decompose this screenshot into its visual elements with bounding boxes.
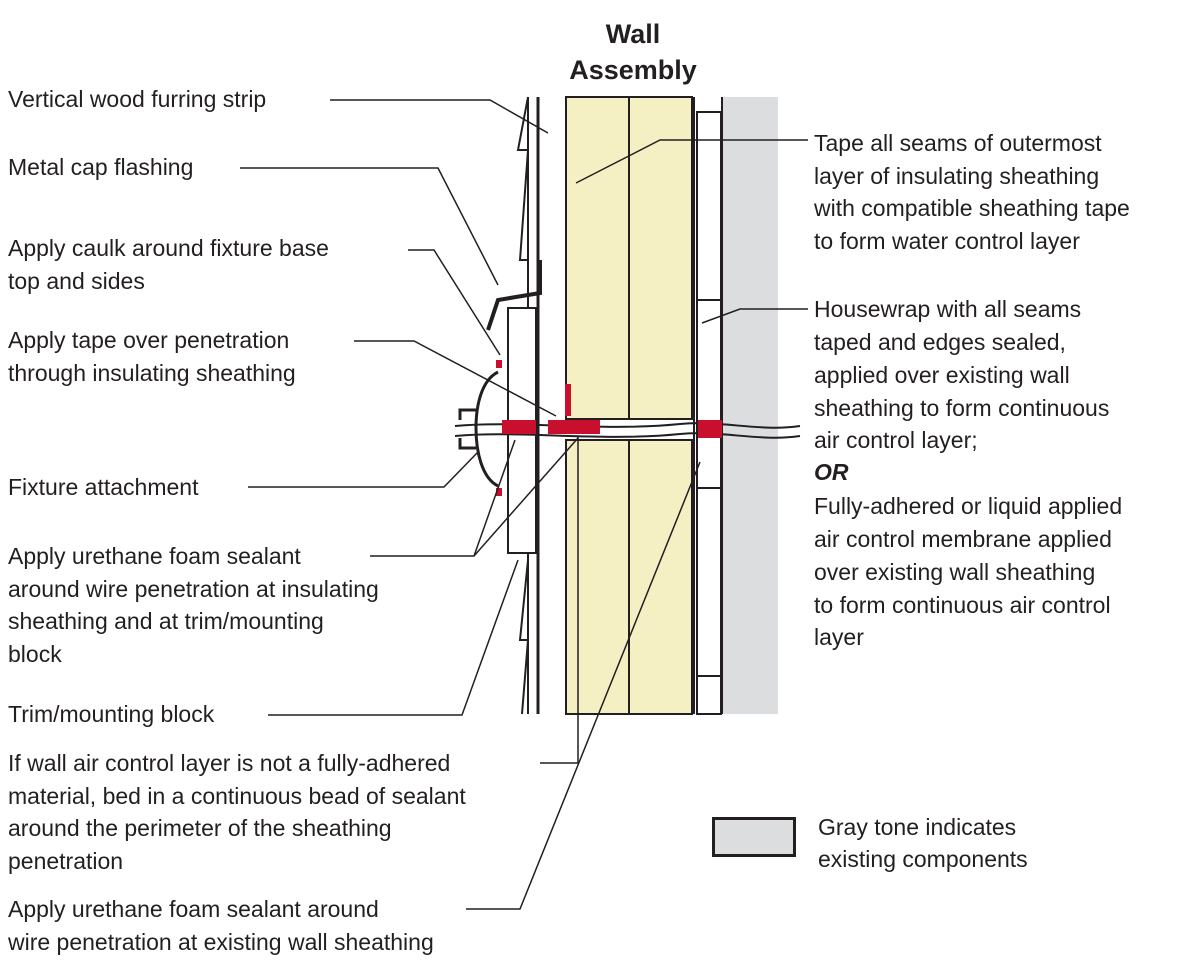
label-tape-seams-line2: layer of insulating sheathing [814, 163, 1100, 189]
leader-lines [240, 99, 808, 910]
label-membrane-line3: over existing wall sheathing [814, 559, 1096, 585]
label-housewrap-line5: air control layer; [814, 427, 978, 453]
label-caulk-line2: top and sides [8, 268, 145, 294]
legend-text-line2: existing components [818, 846, 1028, 872]
fixture-attachment-shape [458, 408, 476, 450]
label-or: OR [814, 459, 849, 485]
siding-profile-upper [516, 96, 530, 261]
label-fixture-attachment: Fixture attachment [8, 474, 199, 500]
label-bead-line3: around the perimeter of the sheathing [8, 815, 392, 841]
label-urethane-line3: sheathing and at trim/mounting [8, 608, 324, 634]
red-sealant [496, 360, 722, 496]
label-urethane-line2: around wire penetration at insulating [8, 576, 379, 602]
label-housewrap-line1: Housewrap with all seams [814, 296, 1082, 322]
insulating-sheathing-inner [628, 96, 693, 420]
cap-flashing [486, 260, 542, 331]
label-membrane-line4: to form continuous air control [814, 592, 1111, 618]
label-membrane-line2: air control membrane applied [814, 526, 1112, 552]
label-urethane-line1: Apply urethane foam sealant [8, 543, 301, 569]
fixture-body [474, 370, 499, 488]
label-membrane-line1: Fully-adhered or liquid applied [814, 493, 1123, 519]
label-tape-seams-line4: to form water control layer [814, 228, 1080, 254]
diagram-title-line2: Assembly [569, 55, 697, 85]
label-caulk-line1: Apply caulk around fixture base [8, 235, 329, 261]
label-trim-block: Trim/mounting block [8, 701, 215, 727]
legend-text-line1: Gray tone indicates [818, 814, 1017, 840]
label-tape-seams-line3: with compatible sheathing tape [814, 195, 1130, 221]
label-bead-line2: material, bed in a continuous bead of se… [8, 783, 466, 809]
insulating-sheathing-outer-lower [565, 439, 630, 715]
label-furring-strip: Vertical wood furring strip [8, 86, 267, 112]
label-tape-line1: Apply tape over penetration [8, 327, 290, 353]
label-existing-line2: wire penetration at existing wall sheath… [8, 929, 434, 955]
label-bead-line4: penetration [8, 848, 124, 874]
label-membrane-line5: layer [814, 624, 864, 650]
label-housewrap-line3: applied over existing wall [814, 362, 1070, 388]
existing-sheathing-panels [696, 111, 722, 715]
diagram-title-line1: Wall [605, 19, 661, 49]
legend-swatch [712, 817, 796, 857]
label-tape-seams-line1: Tape all seams of outermost [814, 130, 1102, 156]
label-housewrap-line2: taped and edges sealed, [814, 329, 1066, 355]
insulating-sheathing-outer [565, 96, 630, 420]
existing-wall-gray [722, 97, 778, 714]
label-urethane-line4: block [8, 641, 62, 667]
siding-profile-lower [518, 559, 530, 715]
label-cap-flashing: Metal cap flashing [8, 154, 194, 180]
label-housewrap-line4: sheathing to form continuous [814, 395, 1110, 421]
label-bead-line1: If wall air control layer is not a fully… [8, 750, 451, 776]
label-existing-line1: Apply urethane foam sealant around [8, 896, 379, 922]
label-tape-line2: through insulating sheathing [8, 360, 296, 386]
insulating-sheathing-inner-lower [628, 439, 693, 715]
